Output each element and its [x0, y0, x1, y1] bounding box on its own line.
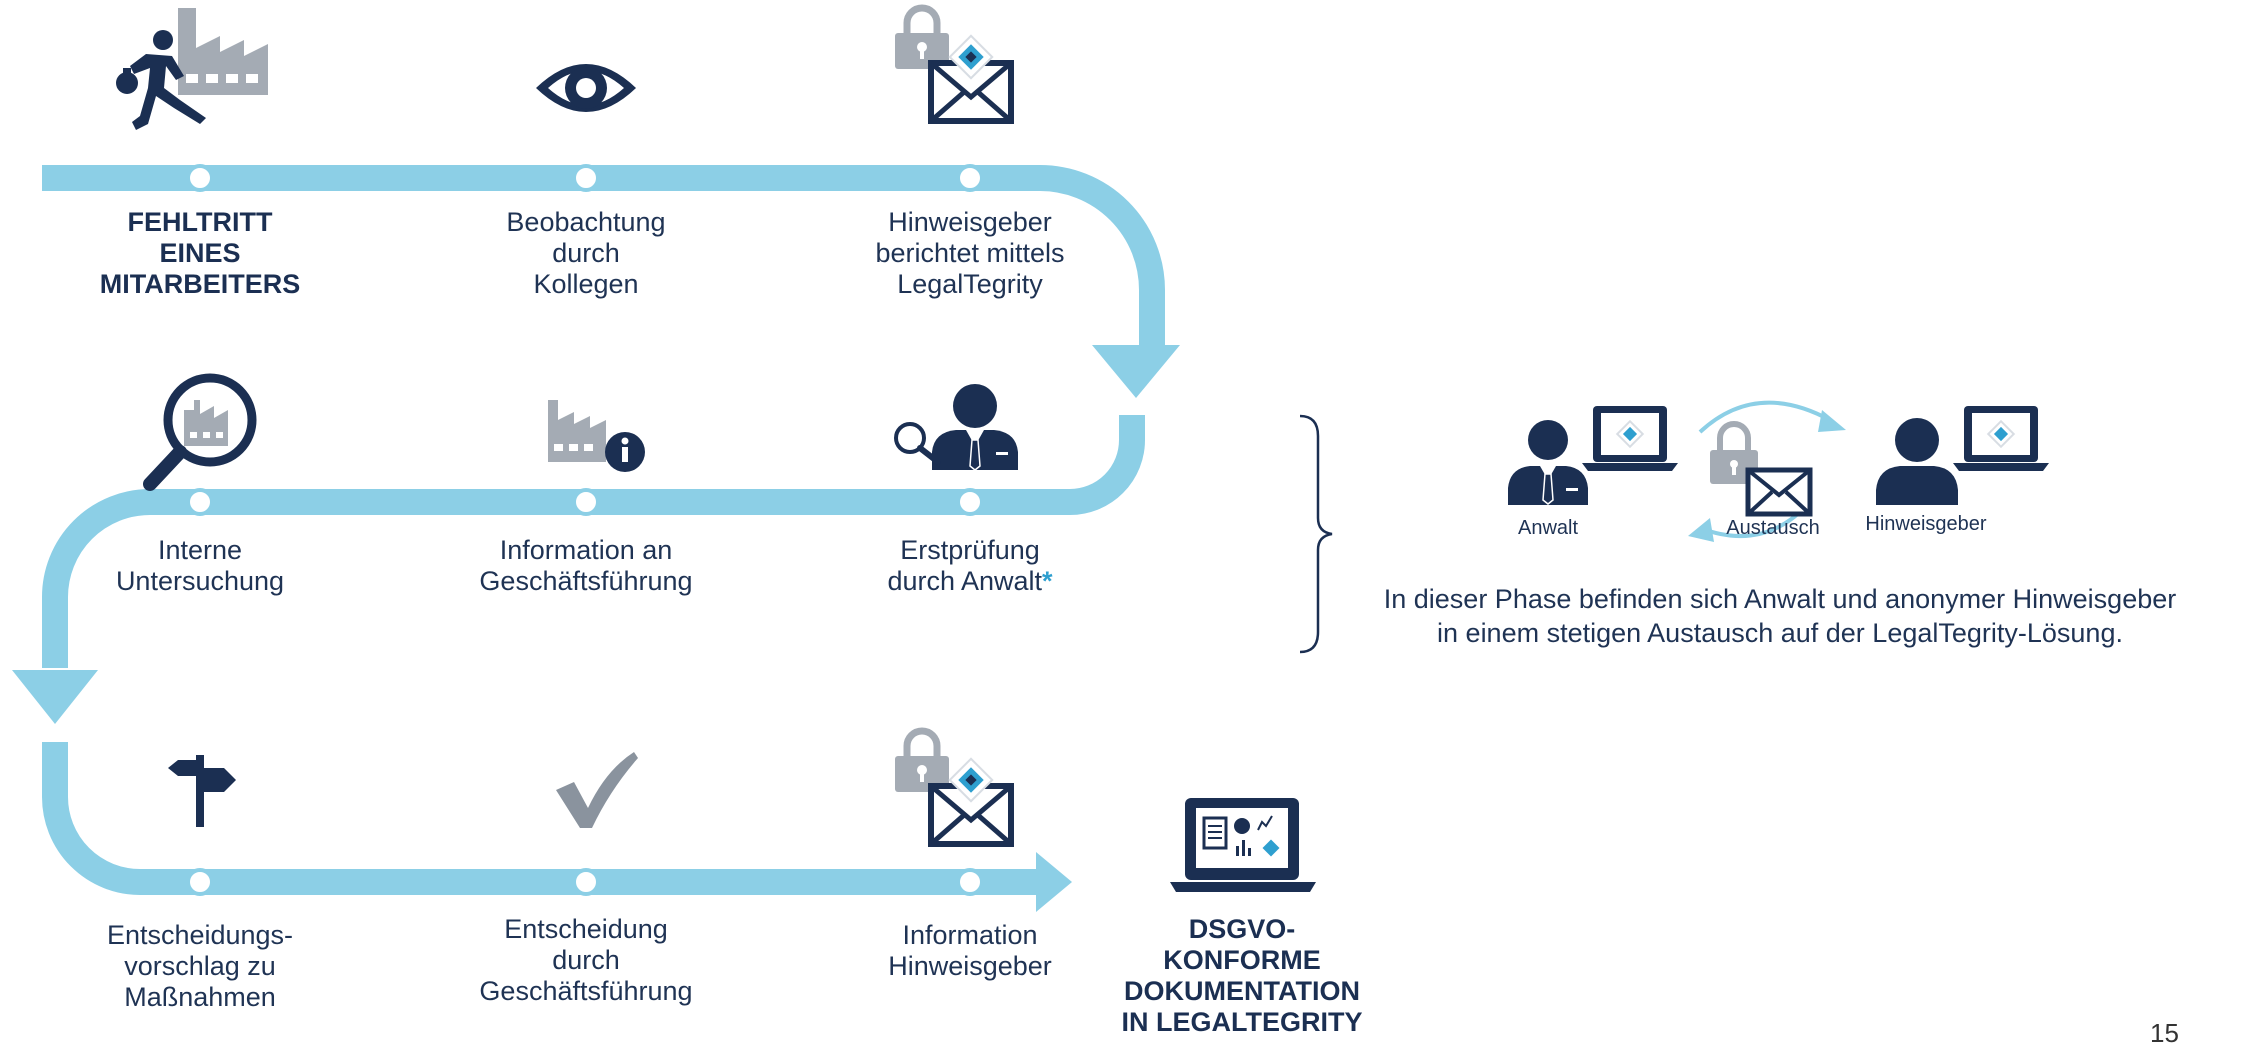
node-6	[956, 488, 984, 516]
exchange-illustration: Anwalt Austausch Hinweisgeber	[1508, 400, 2049, 542]
node-1	[186, 164, 214, 192]
node-2	[572, 164, 600, 192]
step-label-1: FEHLTRITT EINES MITARBEITERS	[99, 207, 301, 299]
step-label-4: Interne Untersuchung	[115, 535, 285, 596]
exchange-note: In dieser Phase befinden sich Anwalt und…	[1383, 584, 2177, 648]
exchange-label: Austausch	[1726, 517, 1819, 539]
node-9	[956, 868, 984, 896]
magnifier-factory-icon	[143, 373, 257, 491]
process-path	[42, 165, 1165, 895]
step-label-7: Entscheidungs- vorschlag zu Maßnahmen	[106, 920, 294, 1012]
node-4	[186, 488, 214, 516]
whistleblower-icon	[1876, 418, 1958, 505]
factory-info-icon	[548, 400, 645, 472]
locked-mail-icon	[895, 727, 1014, 847]
checkmark-icon	[556, 752, 638, 828]
lawyer-search-icon	[894, 384, 1018, 471]
exchange-arrow-top-head	[1818, 410, 1846, 432]
exchange-arrow-bottom-head	[1688, 518, 1714, 542]
node-8	[572, 868, 600, 896]
asterisk: *	[1042, 566, 1053, 596]
path-arrow-right	[1036, 852, 1072, 912]
thief-factory-icon	[116, 8, 268, 130]
step-label-9: Information Hinweisgeber	[888, 920, 1052, 981]
node-3	[956, 164, 984, 192]
lawyer-icon	[1508, 420, 1588, 505]
whistleblower-label: Hinweisgeber	[1865, 513, 1987, 535]
locked-mail-icon	[895, 4, 1014, 124]
step-label-6-text: Erstprüfung durch Anwalt	[887, 535, 1043, 596]
page-number: 15	[2150, 1018, 2179, 1048]
signpost-icon	[168, 755, 236, 827]
node-7	[186, 868, 214, 896]
brace	[1299, 414, 1333, 654]
node-5	[572, 488, 600, 516]
step-label-8: Entscheidung durch Geschäftsführung	[479, 914, 693, 1006]
eye-icon	[536, 64, 636, 112]
step-label-3: Hinweisgeber berichtet mittels LegalTegr…	[875, 207, 1065, 299]
step-label-5: Information an Geschäftsführung	[479, 535, 693, 596]
laptop-icon	[1582, 406, 1678, 471]
locked-envelope-icon	[1710, 421, 1813, 517]
step-label-6: Erstprüfung durch Anwalt*	[820, 535, 1120, 597]
path-arrow-down-1	[1092, 345, 1180, 398]
exchange-arrow-top	[1698, 400, 1831, 434]
laptop-report-icon	[1170, 798, 1316, 892]
lawyer-label: Anwalt	[1518, 517, 1578, 539]
path-arrow-down-2	[12, 670, 98, 724]
step-label-2: Beobachtung durch Kollegen	[506, 207, 666, 299]
laptop-icon	[1953, 406, 2049, 471]
final-label: DSGVO- KONFORME DOKUMENTATION IN LEGALTE…	[1121, 914, 1363, 1037]
path-nodes	[186, 164, 984, 896]
